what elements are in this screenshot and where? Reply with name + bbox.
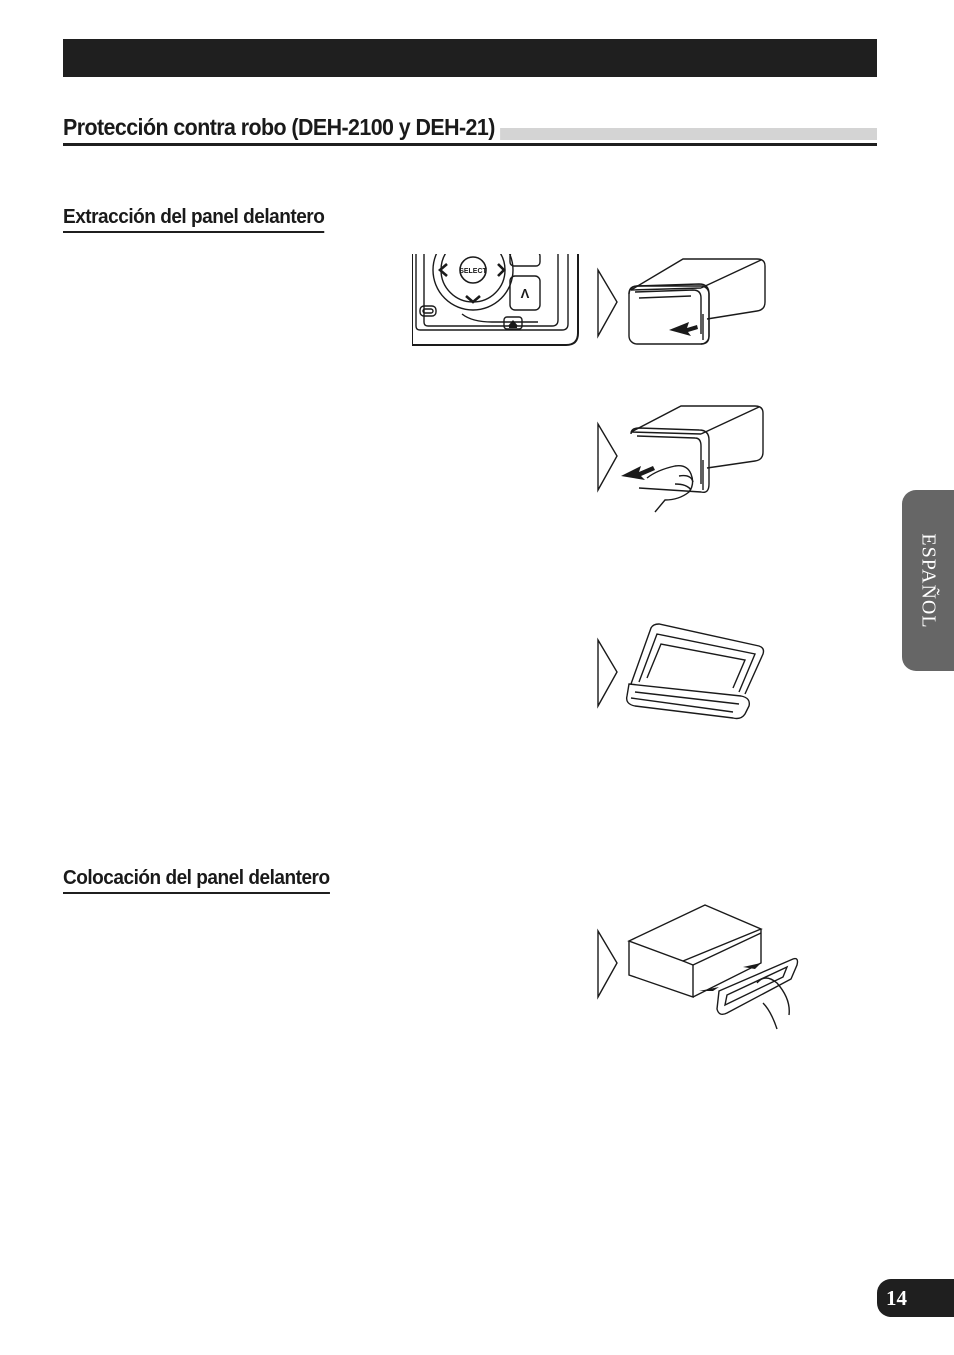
attach-panel-figure	[597, 904, 799, 1030]
pull-arrow-icon-2	[621, 466, 655, 480]
language-tab-label: ESPAÑOL	[917, 532, 940, 629]
section-header-rule	[63, 143, 877, 146]
section-header: Protección contra robo (DEH-2100 y DEH-2…	[63, 112, 877, 148]
page-number-tab: 14	[877, 1279, 954, 1317]
subsection-title-removal: Extracción del panel delantero	[63, 204, 325, 233]
subsection-title-attach: Colocación del panel delantero	[63, 865, 330, 894]
eject-icon	[508, 320, 518, 326]
eject-panel-figure	[597, 258, 766, 345]
page-number: 14	[886, 1286, 907, 1310]
control-panel-figure: SELECT Λ	[412, 254, 579, 346]
protective-case-figure	[597, 623, 765, 720]
remove-panel-figure	[597, 405, 764, 513]
pull-arrow-icon	[669, 322, 698, 336]
up-button-label: Λ	[521, 286, 530, 301]
section-title: Protección contra robo (DEH-2100 y DEH-2…	[63, 112, 501, 142]
header-bar	[63, 39, 877, 77]
language-tab: ESPAÑOL	[902, 490, 954, 671]
insert-arrow-icon	[699, 987, 719, 991]
select-button-label: SELECT	[459, 268, 487, 275]
insert-arrow-icon-2	[743, 963, 761, 969]
